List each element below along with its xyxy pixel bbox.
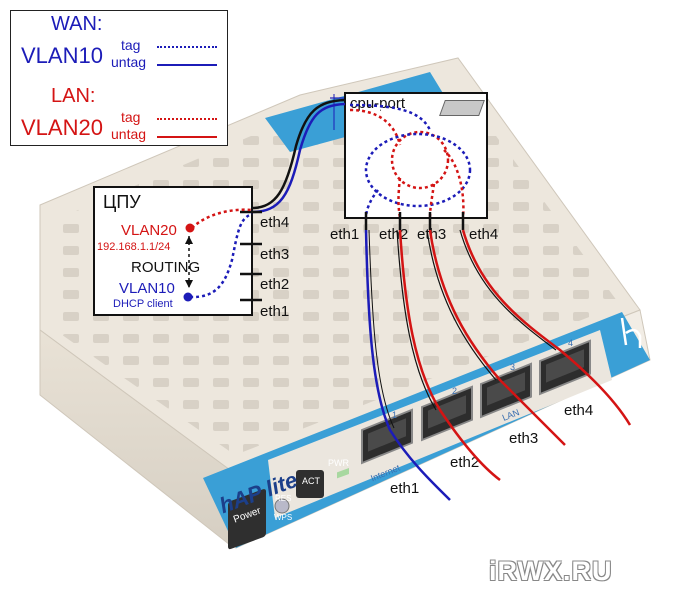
cpu-port-eth2-label: eth2 (260, 276, 290, 293)
cpu-box-title: ЦПУ (103, 192, 141, 212)
cable-eth3-label: eth3 (509, 430, 539, 447)
legend-lan-tag-line (157, 118, 217, 120)
cpu-box: ЦПУ VLAN20 192.168.1.1/24 ROUTING VLAN10… (93, 186, 253, 316)
cpu-port-eth4-label: eth4 (260, 214, 290, 231)
pwr-led (337, 467, 349, 479)
power-socket[interactable] (228, 488, 266, 550)
act-led (296, 470, 324, 498)
switch-port-eth3-label: eth3 (417, 226, 447, 243)
legend-lan-untag: untag (111, 126, 147, 142)
vlan10-note-label: DHCP client (113, 298, 173, 310)
legend-wan-tag-line (157, 46, 217, 48)
port-number-2: 2 (452, 386, 458, 396)
switch-port-eth2-label: eth2 (379, 226, 409, 243)
watermark: iRWX.RU (489, 556, 613, 586)
legend-box: WAN: VLAN10 tag untag LAN: VLAN20 tag un… (10, 10, 228, 146)
legend-wan-tag: tag (121, 37, 141, 53)
pwr-label: PWR (328, 458, 349, 468)
routing-label: ROUTING (131, 259, 201, 276)
res-label: RES (275, 494, 292, 503)
cpu-port-eth3-label: eth3 (260, 246, 290, 263)
cable-eth4-label: eth4 (564, 402, 594, 419)
legend-wan-untag-line (157, 64, 217, 66)
legend-lan-heading: LAN: (51, 85, 96, 107)
legend-lan-untag-line (157, 136, 217, 138)
vlan20-ip-label: 192.168.1.1/24 (97, 241, 171, 253)
port-number-3: 3 (510, 362, 516, 372)
cable-eth1-label: eth1 (390, 480, 420, 497)
legend-lan-tag: tag (121, 109, 141, 125)
vlan10-label: VLAN10 (119, 280, 175, 297)
reset-button[interactable] (274, 498, 290, 514)
switch-chip-icon (439, 100, 485, 116)
switch-port-eth4-label: eth4 (469, 226, 499, 243)
legend-wan-heading: WAN: (51, 13, 103, 35)
cable-eth2-label: eth2 (450, 454, 480, 471)
vlan20-label: VLAN20 (121, 222, 177, 239)
port-number-4: 4 (568, 338, 574, 348)
act-label: ACT (302, 476, 320, 486)
legend-wan-vlan: VLAN10 (21, 43, 103, 68)
switch-port-eth1-label: eth1 (330, 226, 360, 243)
legend-lan-vlan: VLAN20 (21, 115, 103, 140)
cpu-port-eth1-label: eth1 (260, 303, 290, 320)
wps-label: WPS (274, 513, 293, 522)
legend-wan-untag: untag (111, 54, 147, 70)
port-number-1: 1 (392, 410, 398, 420)
